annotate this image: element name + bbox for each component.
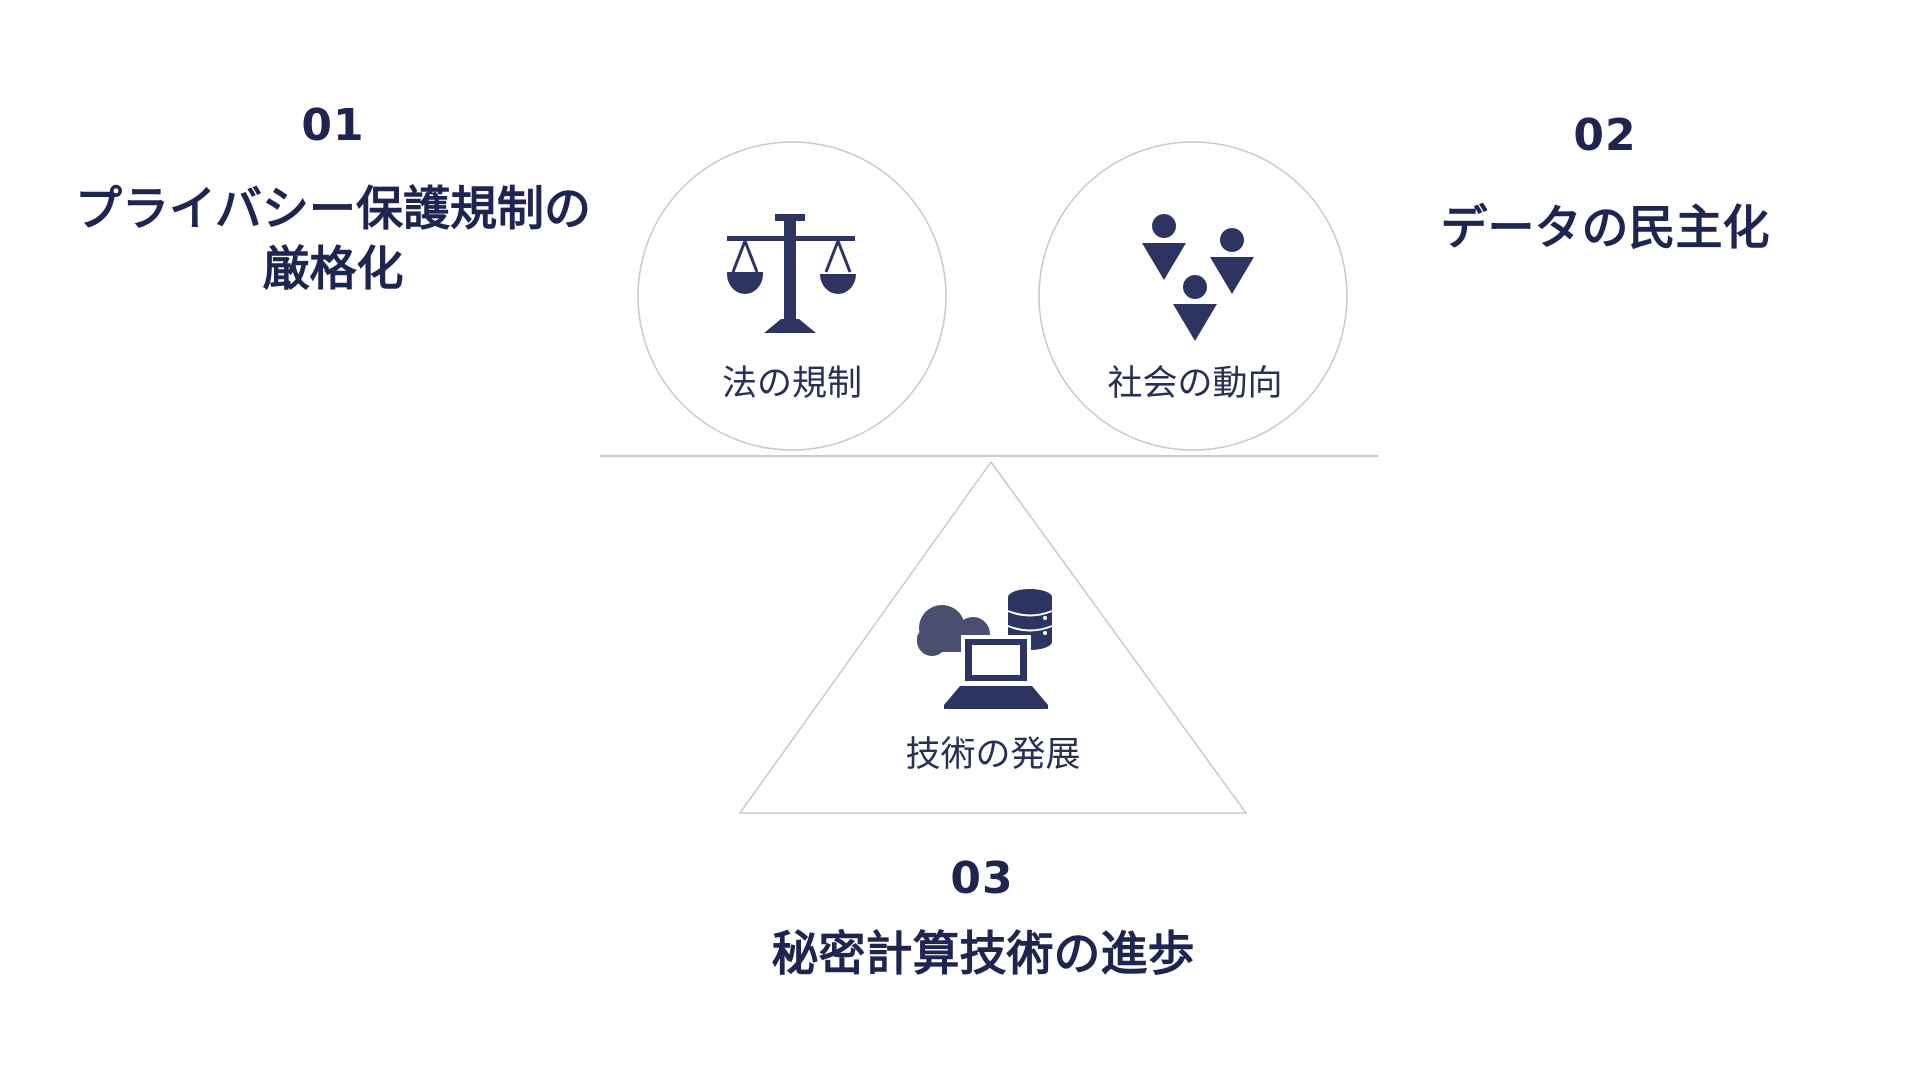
item-01-number: 01 (301, 100, 365, 151)
people-icon (1142, 214, 1254, 341)
law-label: 法の規制 (721, 364, 862, 404)
item-03-number: 03 (950, 853, 1014, 904)
item-02-title: データの民主化 (1380, 199, 1830, 259)
item-01-title-line2: 厳格化 (262, 242, 404, 297)
item-02-number: 02 (1573, 110, 1637, 161)
society-label: 社会の動向 (1107, 364, 1283, 404)
item-01-title-line1: プライバシー保護規制の (74, 182, 592, 237)
item-01-title: プライバシー保護規制の 厳格化 (40, 180, 626, 300)
tech-triangle (738, 460, 1248, 814)
law-circle (637, 141, 947, 451)
scales-icon (727, 214, 856, 333)
item-03-title-text: 秘密計算技術の進歩 (771, 927, 1195, 982)
cloud-database-laptop-icon (917, 589, 1053, 709)
tech-label: 技術の発展 (905, 735, 1081, 775)
society-circle (1038, 141, 1348, 451)
item-03-title: 秘密計算技術の進歩 (690, 925, 1276, 985)
item-02-title-text: データの民主化 (1440, 201, 1770, 256)
